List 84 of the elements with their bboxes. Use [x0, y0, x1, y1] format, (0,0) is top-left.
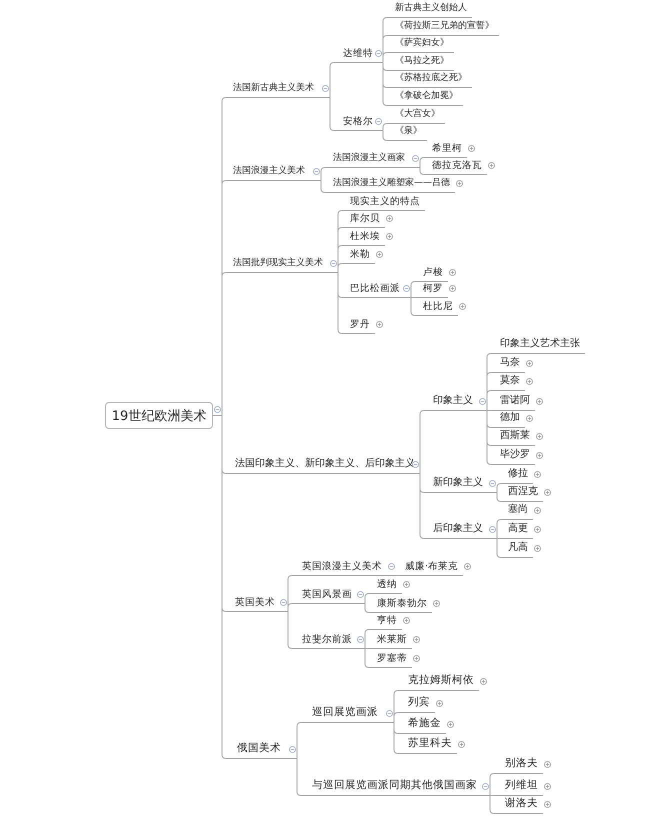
topic: 杜米埃	[342, 231, 385, 246]
topic: 别洛夫	[494, 757, 543, 774]
connector-line	[320, 167, 326, 181]
connector-line	[496, 492, 502, 502]
topic: 《大宫女》	[387, 109, 445, 124]
connector-line	[330, 97, 334, 131]
topic: 凡高	[501, 542, 533, 558]
connector-line	[420, 410, 424, 474]
topic: 希施金	[398, 717, 446, 734]
connector-line	[486, 410, 492, 465]
topic: 罗塞蒂	[369, 653, 412, 668]
topic: 列宾	[398, 696, 435, 713]
connector-line	[490, 773, 494, 796]
topic: 米莱斯	[369, 634, 412, 650]
topic: 柯罗	[415, 283, 448, 298]
topic: 德拉克洛瓦	[424, 160, 487, 176]
central-topic-box: 19世纪欧洲美术	[105, 402, 213, 429]
topic: 杜比尼	[415, 301, 458, 316]
topic: 透纳	[369, 579, 402, 594]
connector-line	[496, 538, 502, 539]
connector-line	[420, 167, 424, 175]
topic: 《泉》	[387, 126, 427, 141]
connector-line	[338, 263, 342, 273]
connector-line	[364, 648, 370, 668]
topic: 德加	[491, 412, 525, 428]
connector-line	[364, 603, 370, 613]
topic: 新古典主义创始人	[387, 3, 472, 18]
topic: 现实主义的特点	[342, 196, 425, 212]
connector-line	[338, 272, 342, 334]
connector-line	[486, 410, 492, 411]
topic: 列维坦	[494, 779, 543, 796]
connector-line	[364, 593, 370, 604]
topic: 卢梭	[415, 267, 448, 282]
topic: 《苏格拉底之死》	[387, 73, 472, 88]
connector-line	[496, 483, 502, 493]
topic: 高更	[501, 523, 533, 539]
topic: 谢洛夫	[494, 797, 543, 814]
topic: 雷诺阿	[491, 395, 535, 411]
topic: 《马拉之死》	[387, 56, 454, 71]
topic: 《萨宾妇女》	[387, 38, 454, 53]
topic: 修拉	[501, 468, 533, 484]
topic: 《荷拉斯三兄弟的宣誓》	[387, 21, 499, 36]
connector-line	[396, 575, 400, 576]
topic: 威廉·布莱克	[400, 561, 464, 576]
connector-line	[410, 297, 416, 316]
connector-line	[382, 123, 388, 131]
connector-line	[394, 722, 398, 754]
topic: 西涅克	[501, 486, 543, 502]
connector-line	[382, 130, 388, 141]
topic: 罗丹	[342, 319, 375, 334]
topic: 克拉姆斯柯依	[398, 674, 479, 691]
topic: 塞尚	[501, 504, 533, 520]
connector-line	[382, 62, 388, 106]
connector-line	[288, 603, 292, 612]
connector-line	[364, 648, 370, 649]
topic: 库尔贝	[342, 213, 385, 228]
topic: 米勒	[342, 249, 375, 264]
connector-line	[394, 712, 398, 723]
topic: 毕沙罗	[491, 449, 535, 465]
connector-line	[364, 629, 370, 649]
connector-line	[490, 795, 494, 796]
topic: 法国浪漫主义雕塑家——吕德	[325, 178, 455, 193]
connector-line	[296, 722, 302, 759]
connector-line	[490, 795, 494, 814]
connector-line	[496, 538, 502, 558]
topic: 希里柯	[424, 143, 467, 158]
topic: 苏里科夫	[398, 737, 457, 754]
topic: 《拿破仑加冕》	[387, 91, 463, 106]
topic: 亨特	[369, 615, 402, 630]
connector-line	[420, 157, 424, 168]
connector-line	[288, 611, 292, 649]
topic: 康斯泰勃尔	[369, 598, 432, 614]
topic: 马奈	[491, 357, 525, 373]
connector-line	[320, 180, 326, 193]
connector-line	[420, 473, 424, 539]
connector-line	[296, 758, 302, 796]
connector-line	[382, 52, 388, 63]
topic: 西斯莱	[491, 430, 535, 446]
connector-line	[330, 62, 334, 98]
topic: 印象主义艺术主张	[491, 338, 585, 354]
topic: 莫奈	[491, 375, 525, 391]
connector-line	[410, 281, 416, 298]
connector-line	[410, 297, 416, 298]
connector-line	[496, 519, 502, 539]
